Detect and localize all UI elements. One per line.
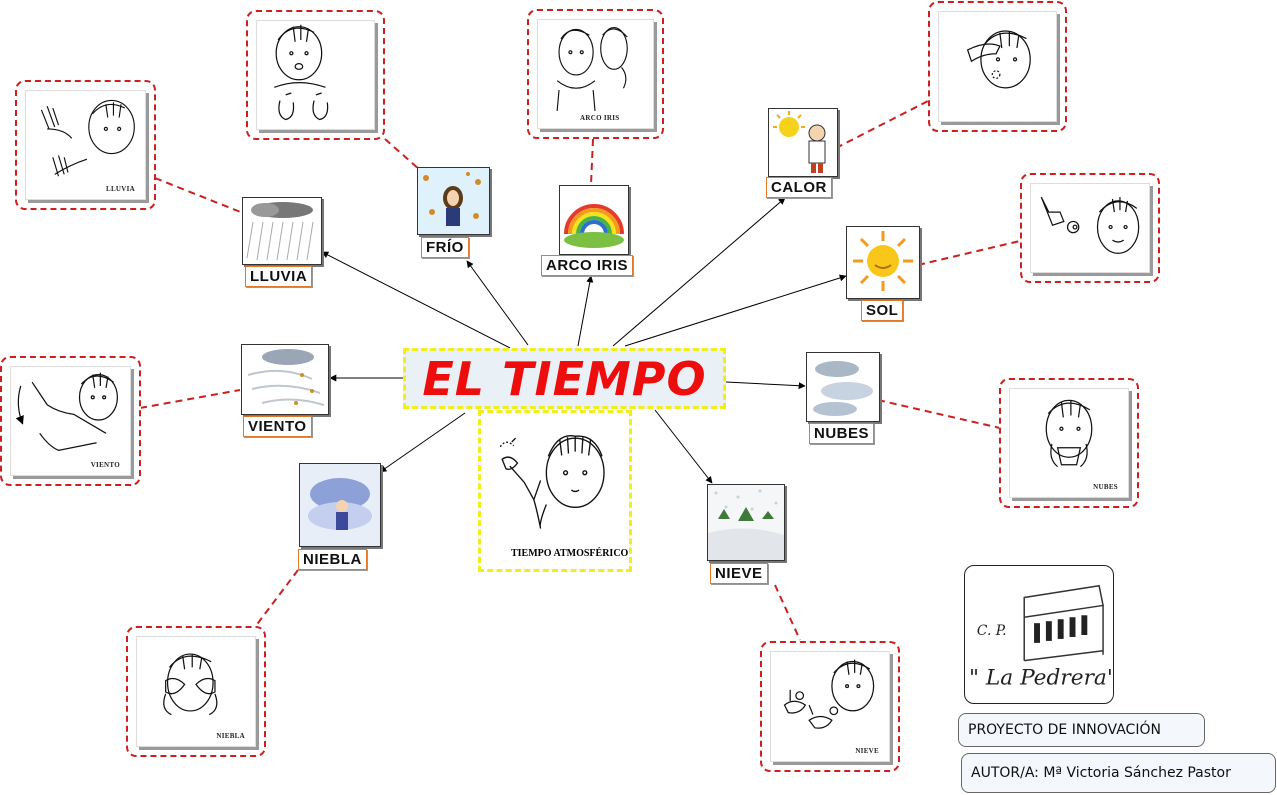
sign-card-frio: [246, 10, 385, 140]
label-lluvia: LLUVIA: [245, 266, 313, 287]
sign-drawing-nubes: NUBES: [1009, 388, 1129, 498]
picture-sol: [846, 226, 920, 299]
sign-drawing-lluvia: LLUVIA: [25, 90, 146, 200]
sign-card-niebla: NIEBLA: [126, 626, 266, 757]
school-logo-line1: C. P.: [977, 623, 1007, 639]
label-viento: VIENTO: [243, 416, 312, 437]
school-logo: C. P. " La Pedrera": [964, 565, 1114, 704]
arrow-to-lluvia: [321, 251, 511, 349]
sign-caption-nubes: NUBES: [1093, 483, 1118, 491]
sign-caption-lluvia: LLUVIA: [105, 185, 135, 193]
picture-calor: [768, 108, 838, 177]
sign-card-arcoiris: ARCO IRIS: [527, 9, 664, 139]
central-sign-card: TIEMPO ATMOSFÉRICO: [478, 410, 632, 572]
label-frio: FRÍO: [421, 237, 469, 258]
sign-card-lluvia: LLUVIA: [15, 80, 156, 210]
picture-viento: [241, 344, 329, 415]
sign-drawing-nieve: NIEVE: [770, 651, 890, 762]
sign-drawing-sol: [1030, 183, 1150, 273]
arrow-to-sol: [624, 274, 847, 347]
label-niebla: NIEBLA: [298, 549, 367, 570]
sign-drawing-frio: [256, 20, 375, 130]
sign-caption-niebla: NIEBLA: [216, 732, 245, 740]
sign-caption-arcoiris: ARCO IRIS: [580, 114, 620, 122]
sign-drawing-tiempo-atmosferico: [499, 435, 605, 529]
picture-nieve: [707, 484, 785, 561]
project-text: PROYECTO DE INNOVACIÓN: [968, 722, 1161, 738]
arrow-to-niebla: [379, 412, 466, 473]
label-nubes: NUBES: [809, 423, 875, 444]
label-sol: SOL: [861, 300, 904, 321]
author-box: AUTOR/A: Mª Victoria Sánchez Pastor: [961, 753, 1276, 793]
picture-lluvia: [242, 197, 322, 265]
sign-caption-nieve: NIEVE: [855, 747, 879, 755]
author-text: AUTOR/A: Mª Victoria Sánchez Pastor: [971, 765, 1231, 781]
arrow-to-nubes: [725, 381, 806, 390]
project-box: PROYECTO DE INNOVACIÓN: [958, 713, 1205, 747]
picture-arcoiris: [559, 185, 629, 255]
arrow-to-nieve: [654, 409, 713, 484]
sign-card-nubes: NUBES: [999, 378, 1139, 508]
picture-frio: [417, 167, 490, 235]
picture-nubes: [806, 352, 880, 422]
picture-niebla: [299, 463, 381, 547]
sign-drawing-arcoiris: ARCO IRIS: [537, 19, 654, 129]
arrow-to-calor: [612, 197, 786, 347]
label-arcoiris: ARCO IRIS: [541, 255, 634, 276]
school-logo-line2: " La Pedrera": [969, 665, 1113, 690]
arrow-to-arcoiris: [577, 275, 594, 347]
label-nieve: NIEVE: [710, 563, 768, 584]
sign-card-sol: [1020, 173, 1160, 283]
central-title: EL TIEMPO: [422, 351, 707, 406]
sign-drawing-niebla: NIEBLA: [136, 636, 256, 747]
sign-card-calor: [928, 1, 1067, 132]
sign-card-viento: VIENTO: [0, 356, 141, 486]
sign-drawing-viento: VIENTO: [10, 366, 131, 476]
label-calor: CALOR: [766, 177, 832, 198]
sign-card-nieve: NIEVE: [760, 641, 900, 772]
central-title-box: EL TIEMPO: [403, 348, 726, 409]
arrow-to-frio: [466, 260, 529, 346]
central-sign-caption: TIEMPO ATMOSFÉRICO: [511, 548, 629, 559]
sign-caption-viento: VIENTO: [90, 461, 120, 469]
sign-drawing-calor: [938, 11, 1057, 122]
